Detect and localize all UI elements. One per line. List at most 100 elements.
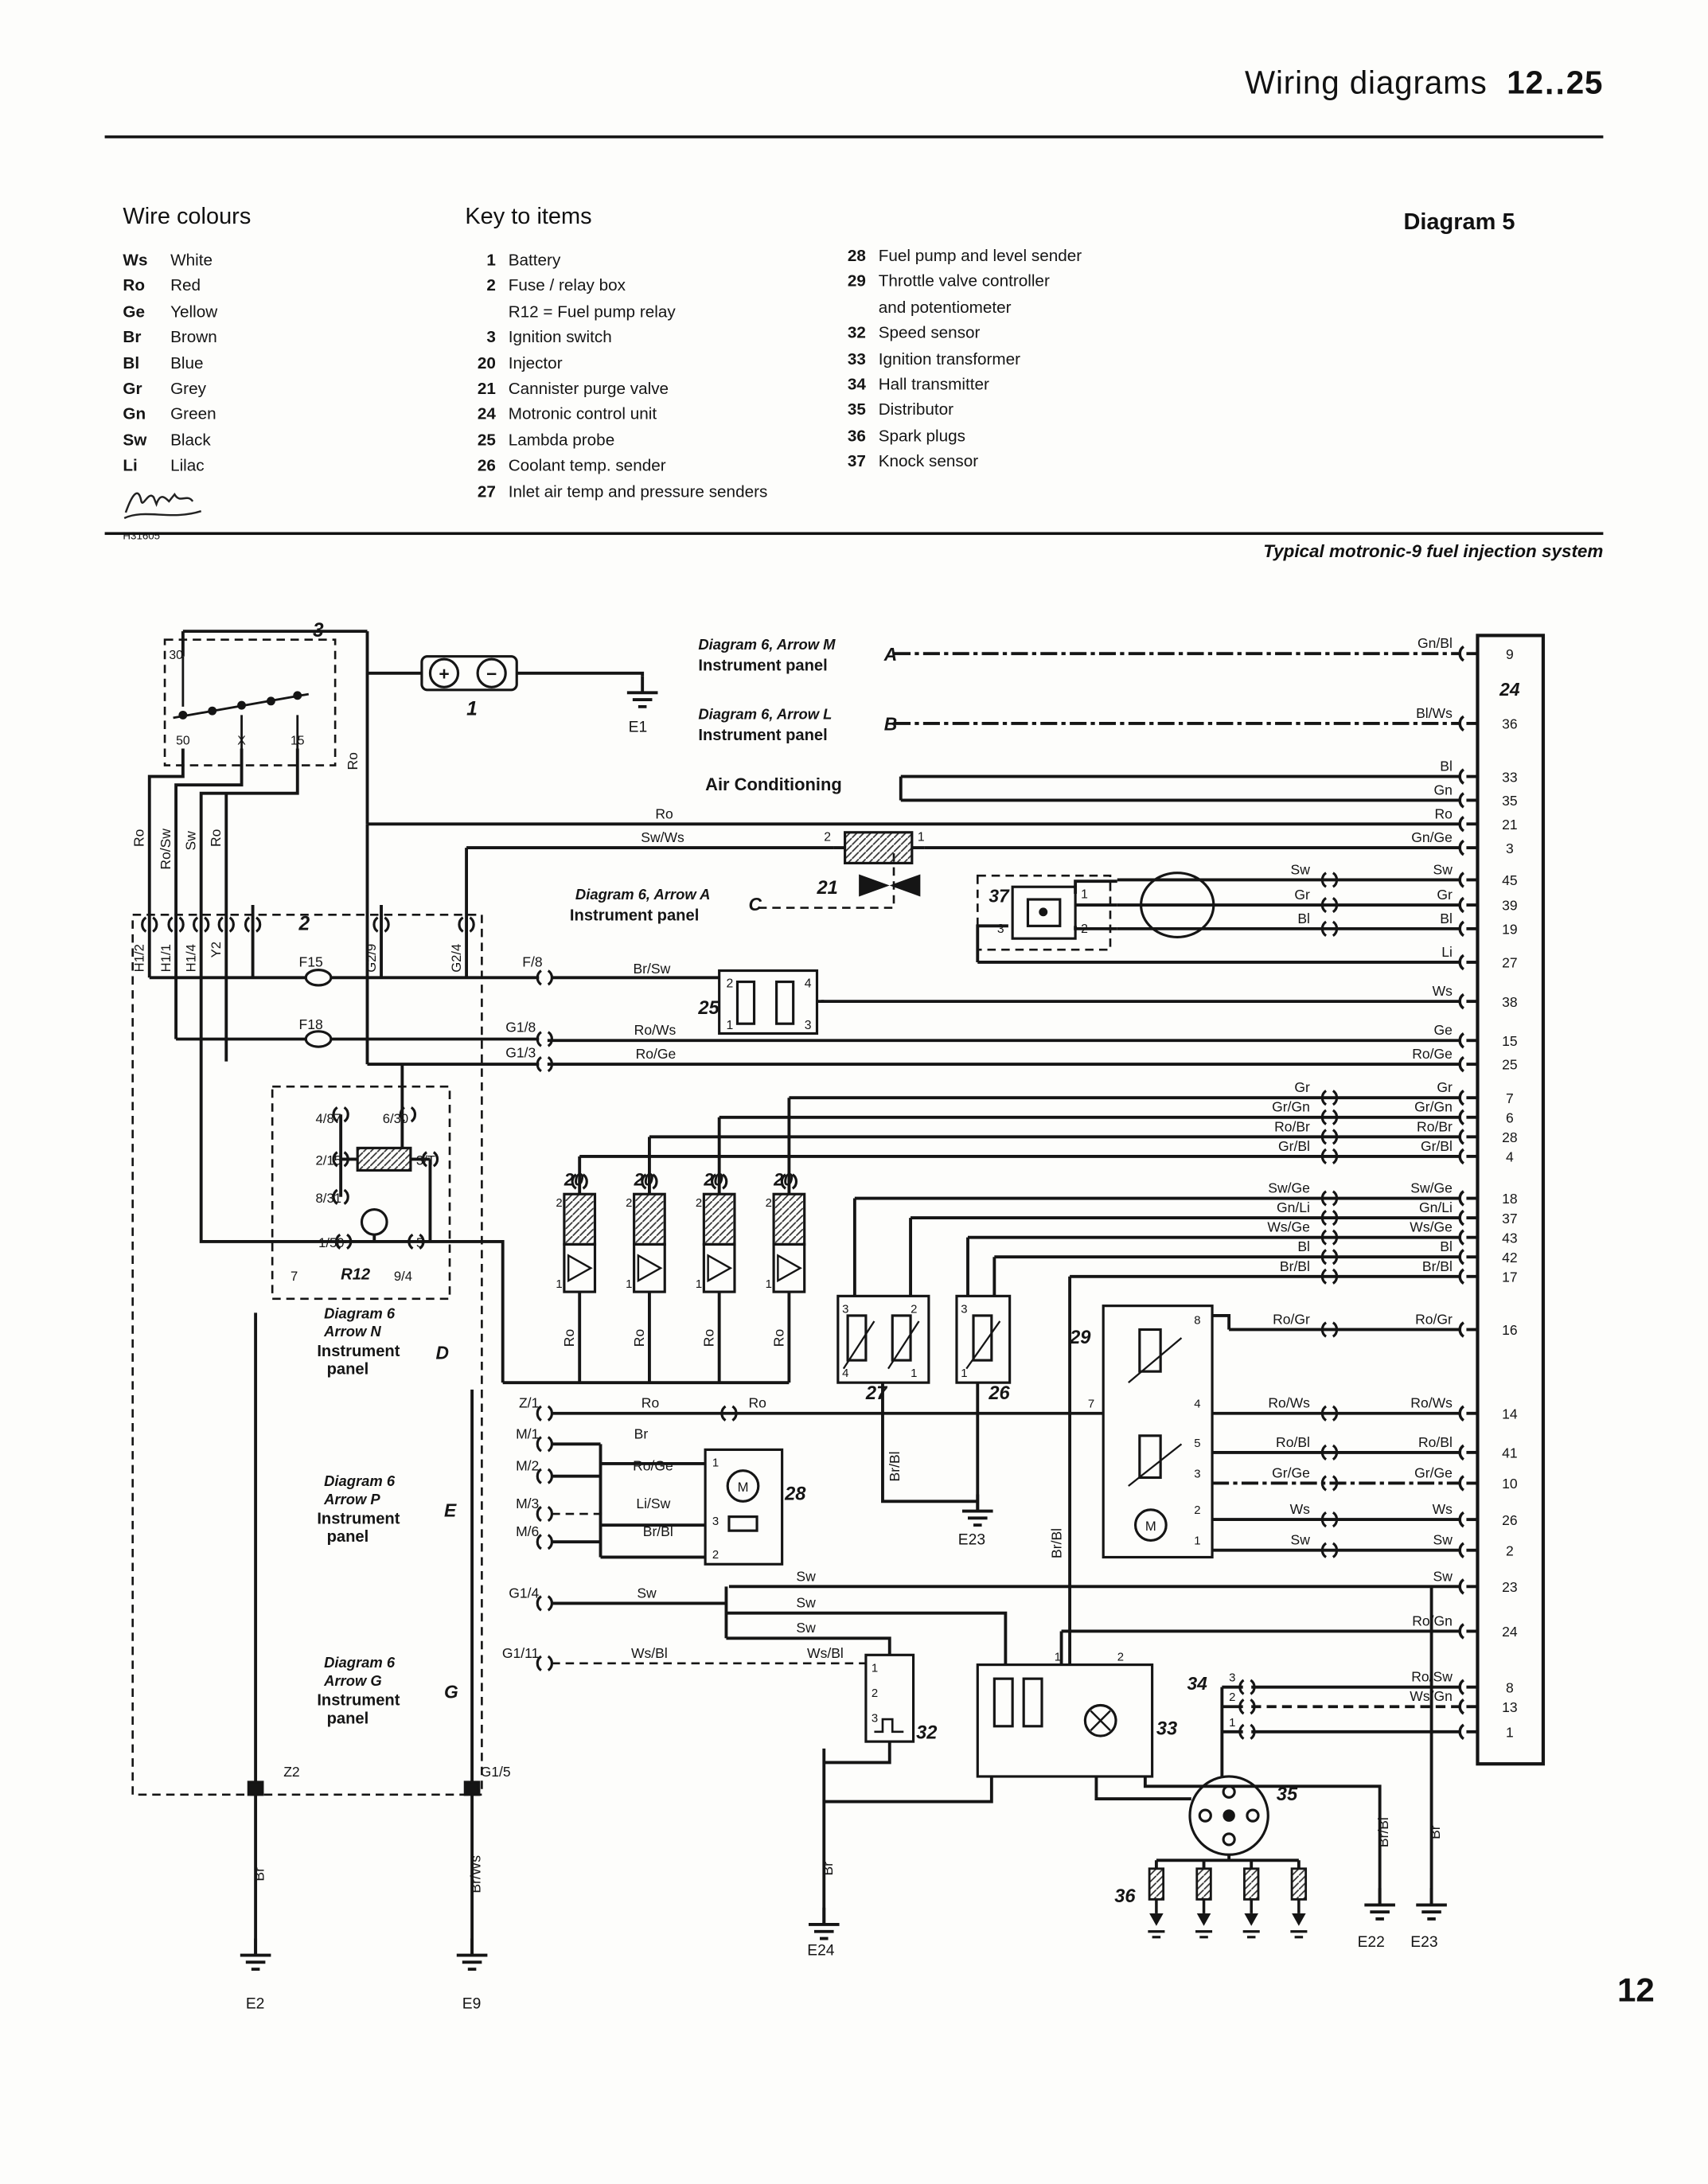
ground-label-e9: E9 [462, 1995, 482, 2012]
schematic-label: 1 [626, 1278, 632, 1291]
panel-ref: Instrument panel [570, 907, 699, 924]
connector-icon [332, 1151, 338, 1168]
schematic-label: 3 [1194, 1468, 1200, 1480]
connector-icon [1320, 1542, 1328, 1558]
throttle-controller-body [1102, 1305, 1214, 1559]
ground-symbol-e9 [454, 1936, 489, 1971]
connector-icon [1332, 1444, 1339, 1461]
key-row: and potentiometer [835, 294, 1296, 320]
connector-icon [1458, 1578, 1465, 1595]
comp-29-num: 29 [1069, 1328, 1091, 1348]
schematic-label: 2 [696, 1197, 702, 1210]
wire-label: Ws [1290, 1501, 1311, 1517]
wire-label: Ro/Ws [1410, 1395, 1453, 1411]
connector-icon [1458, 1229, 1465, 1246]
ecu-wire-row: 1 [1251, 1723, 1514, 1740]
ecu-pin-number: 13 [1502, 1699, 1518, 1715]
key-label: Spark plugs [878, 425, 966, 446]
key-num: 36 [847, 425, 866, 446]
wire-label: Ro [655, 805, 673, 821]
header-section-title: Wiring diagrams [1244, 64, 1488, 101]
wire-label: Ws/Bl [631, 1645, 668, 1661]
ground-label-e24: E24 [807, 1943, 835, 1960]
connector-icon [1320, 896, 1328, 914]
ecu-pin-number: 14 [1502, 1406, 1518, 1422]
wc-abbr: Bl [123, 353, 140, 372]
connector-icon [1458, 954, 1465, 971]
connector-icon [1320, 920, 1328, 937]
ecu-pin-number: 6 [1506, 1110, 1514, 1125]
wc-name: Grey [170, 378, 206, 399]
connector-icon [1458, 768, 1465, 785]
ecu-wire-row: Ro/Sw8 [1251, 1669, 1514, 1695]
key-label: Throttle valve controller [878, 271, 1050, 291]
schematic-label: 4 [842, 1367, 848, 1380]
connector-label: G1/5 [481, 1764, 511, 1780]
comp-24-ecu-num: 24 [1499, 679, 1520, 700]
wire-label: Ws/Bl [807, 1645, 844, 1661]
ecu-pin-number: 39 [1502, 898, 1518, 914]
schematic-label: 2 [726, 977, 733, 991]
panel-ref-letter: G [444, 1682, 458, 1702]
panel-ref: Instrument [317, 1691, 400, 1709]
comp-1-battery-num: 1 [466, 698, 478, 720]
ecu-pin-number: 23 [1502, 1579, 1518, 1595]
wire-label: Gn/Ge [1411, 829, 1453, 845]
schematic-label: X [237, 734, 246, 747]
key-label: and potentiometer [878, 297, 1012, 317]
comp-20-injector-num: 20 [703, 1170, 723, 1190]
connector-icon [1458, 1623, 1465, 1640]
connector-icon [1320, 1268, 1328, 1285]
wire-label: Br/Bl [887, 1451, 903, 1481]
connector-label: M/2 [516, 1458, 539, 1474]
panel-ref: Diagram 6 [324, 1305, 396, 1321]
ecu-wire-row: Ge 15 [547, 1022, 1518, 1049]
wc-name: Green [170, 404, 216, 424]
wc-name: Lilac [170, 455, 205, 476]
connector-label: H1/2 [132, 944, 147, 972]
connector-icon [536, 1468, 542, 1484]
connector-label: H1/1 [158, 944, 174, 972]
schematic-label: 1 [918, 830, 925, 844]
schematic-label: F/8 [522, 954, 542, 969]
ecu-pin-number: 2 [1506, 1542, 1514, 1558]
connector-icon [1458, 1405, 1465, 1422]
connector-icon [1332, 1129, 1339, 1145]
connector-icon [1332, 1190, 1339, 1207]
connector-icon [1458, 896, 1465, 914]
diagram-caption: Typical motronic-9 fuel injection system [1263, 540, 1604, 562]
connector-label: Z/1 [519, 1395, 539, 1411]
page-number: 12 [1616, 1971, 1655, 2010]
comp-35-distributor-num: 35 [1277, 1784, 1298, 1805]
signature [123, 491, 202, 519]
comp-33-transformer-num: 33 [1156, 1718, 1177, 1739]
ecu-pin-number: 15 [1502, 1033, 1518, 1049]
wire-label: Ge [1433, 1022, 1452, 1038]
ecu-wire-row: Gn/Ge3 [924, 829, 1514, 856]
connector-icon [1458, 1089, 1465, 1106]
motor-symbol-label: M [738, 1480, 749, 1495]
connector-icon [536, 1534, 542, 1550]
key-label: Motronic control unit [508, 404, 657, 424]
connector-icon [1332, 896, 1339, 914]
key-num: 25 [477, 430, 496, 450]
wire-label: Ro/Gr [1415, 1311, 1453, 1327]
schematic-label: 5 [416, 1235, 423, 1250]
connector-icon [582, 1173, 588, 1190]
injector-symbol [772, 1192, 806, 1293]
schematic-label: 2 [626, 1197, 632, 1210]
comp-20-injector-num: 20 [563, 1170, 583, 1190]
key-label: Lambda probe [508, 430, 615, 450]
wire-label: Sw [1433, 1532, 1453, 1548]
